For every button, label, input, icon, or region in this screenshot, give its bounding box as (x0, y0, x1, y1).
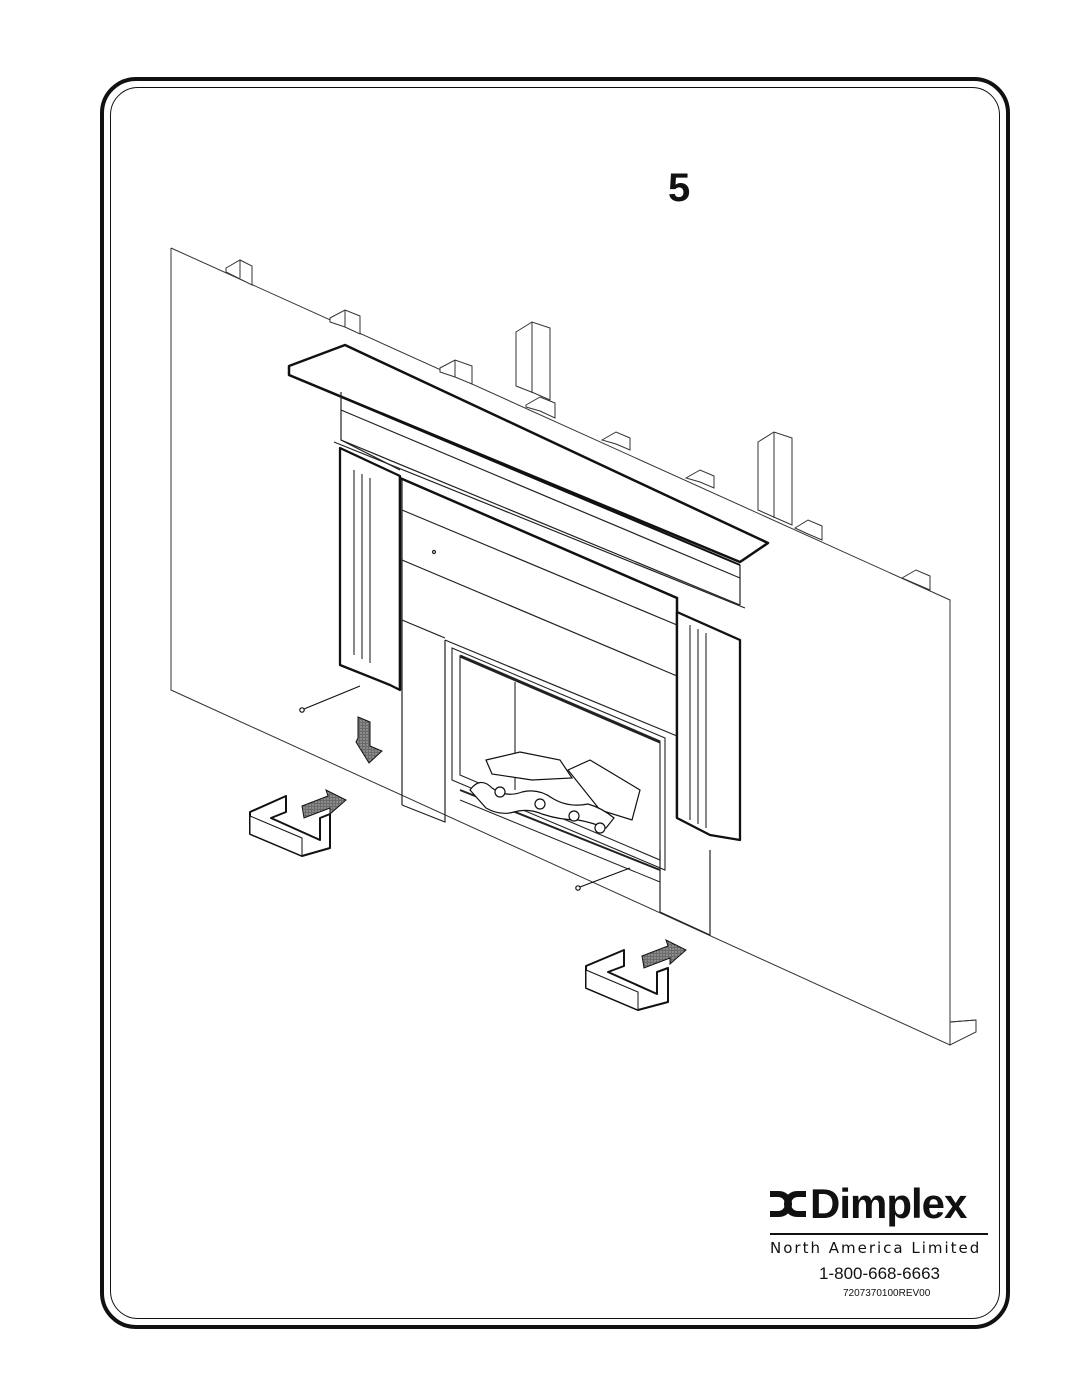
insert-arrow-right (641, 939, 687, 969)
down-arrow (355, 716, 383, 764)
fireplace-logs (469, 751, 641, 834)
dimplex-logo-icon (770, 1191, 806, 1217)
mantel-frieze (333, 392, 746, 609)
brand-block: Dimplex North America Limited (768, 1183, 990, 1257)
step-number: 5 (668, 166, 691, 210)
mantel-shelf (287, 343, 770, 566)
brand-subtitle: North America Limited (770, 1238, 982, 1257)
phone-number: 1-800-668-6663 (819, 1264, 940, 1283)
fireplace-surround (401, 480, 711, 936)
wall-panel (170, 247, 977, 1046)
bracket-left (249, 795, 331, 857)
mantel-leg-left (338, 446, 402, 692)
bracket-right (585, 949, 669, 1011)
document-code: 7207370100REV00 (843, 1288, 931, 1299)
page-border-inner (110, 87, 1000, 1319)
brand-divider (770, 1233, 988, 1235)
mounting-screws (299, 685, 631, 891)
brand-name: Dimplex (810, 1180, 967, 1227)
page-border-outer (100, 77, 1010, 1329)
mantel-leg-right (675, 610, 742, 842)
insert-arrow-left (301, 789, 347, 819)
wall-studs (225, 259, 931, 591)
